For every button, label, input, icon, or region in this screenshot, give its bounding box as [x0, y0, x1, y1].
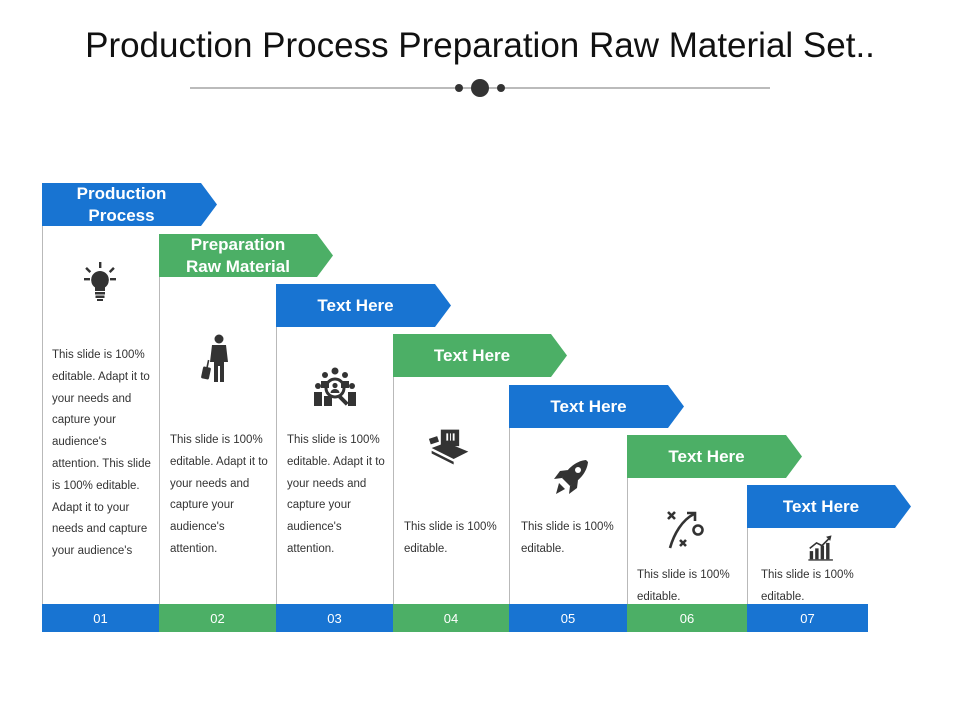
step-number: 05 — [509, 604, 627, 632]
step-heading-arrow: Text Here — [509, 385, 684, 428]
step-column-divider — [393, 377, 394, 604]
step-description: This slide is 100% editable. Adapt it to… — [170, 434, 268, 555]
step-number: 02 — [159, 604, 276, 632]
step-heading: Text Here — [550, 396, 626, 418]
step-heading-line: Text Here — [550, 396, 627, 416]
step-description: This slide is 100% editable. Adapt it to… — [287, 434, 385, 555]
step-column-divider — [509, 428, 510, 604]
step-column-divider — [276, 327, 277, 604]
step-heading: Text Here — [783, 496, 859, 518]
step-heading: Text Here — [668, 446, 744, 468]
team-search-icon — [313, 366, 357, 410]
step-column-divider — [747, 528, 748, 604]
step-number: 06 — [627, 604, 747, 632]
title-divider — [190, 79, 770, 97]
step-heading-arrow: Text Here — [276, 284, 451, 327]
step-column-divider — [627, 478, 628, 604]
step-heading: Text Here — [317, 295, 393, 317]
step-number: 03 — [276, 604, 393, 632]
step-heading-line: Text Here — [317, 295, 394, 315]
step-description: This slide is 100% editable. Adapt it to… — [52, 349, 151, 558]
rocket-icon — [548, 456, 592, 500]
step-number: 07 — [747, 604, 868, 632]
lightbulb-icon — [78, 261, 122, 305]
step-description: This slide is 100% editable. — [404, 521, 497, 555]
growth-chart-icon — [807, 532, 837, 562]
step-heading-line: Text Here — [782, 496, 860, 516]
step-column-divider — [42, 226, 43, 604]
step-description: This slide is 100% editable. — [761, 569, 854, 603]
step-heading-line: Preparation — [190, 234, 286, 254]
step-heading-arrow: Text Here — [393, 334, 567, 377]
step-column-divider — [159, 277, 160, 604]
step-heading-arrow: Text Here — [627, 435, 802, 478]
slide-title: Production Process Preparation Raw Mater… — [85, 26, 875, 65]
step-description: This slide is 100% editable. — [521, 521, 614, 555]
step-number: 01 — [42, 604, 159, 632]
step-heading-line: Process — [88, 205, 155, 225]
businessman-luggage-icon — [195, 334, 239, 382]
step-heading-line: Text Here — [433, 345, 511, 365]
step-heading-line: Production — [76, 183, 167, 203]
package-scanner-icon — [428, 426, 472, 470]
strategy-plan-icon — [664, 508, 708, 552]
step-heading: Text Here — [434, 345, 510, 367]
step-heading-line: Raw Material — [186, 256, 290, 276]
step-number: 04 — [393, 604, 509, 632]
step-heading-line: Text Here — [668, 446, 745, 466]
step-heading-arrow: Text Here — [747, 485, 911, 528]
step-description: This slide is 100% editable. — [637, 569, 730, 603]
